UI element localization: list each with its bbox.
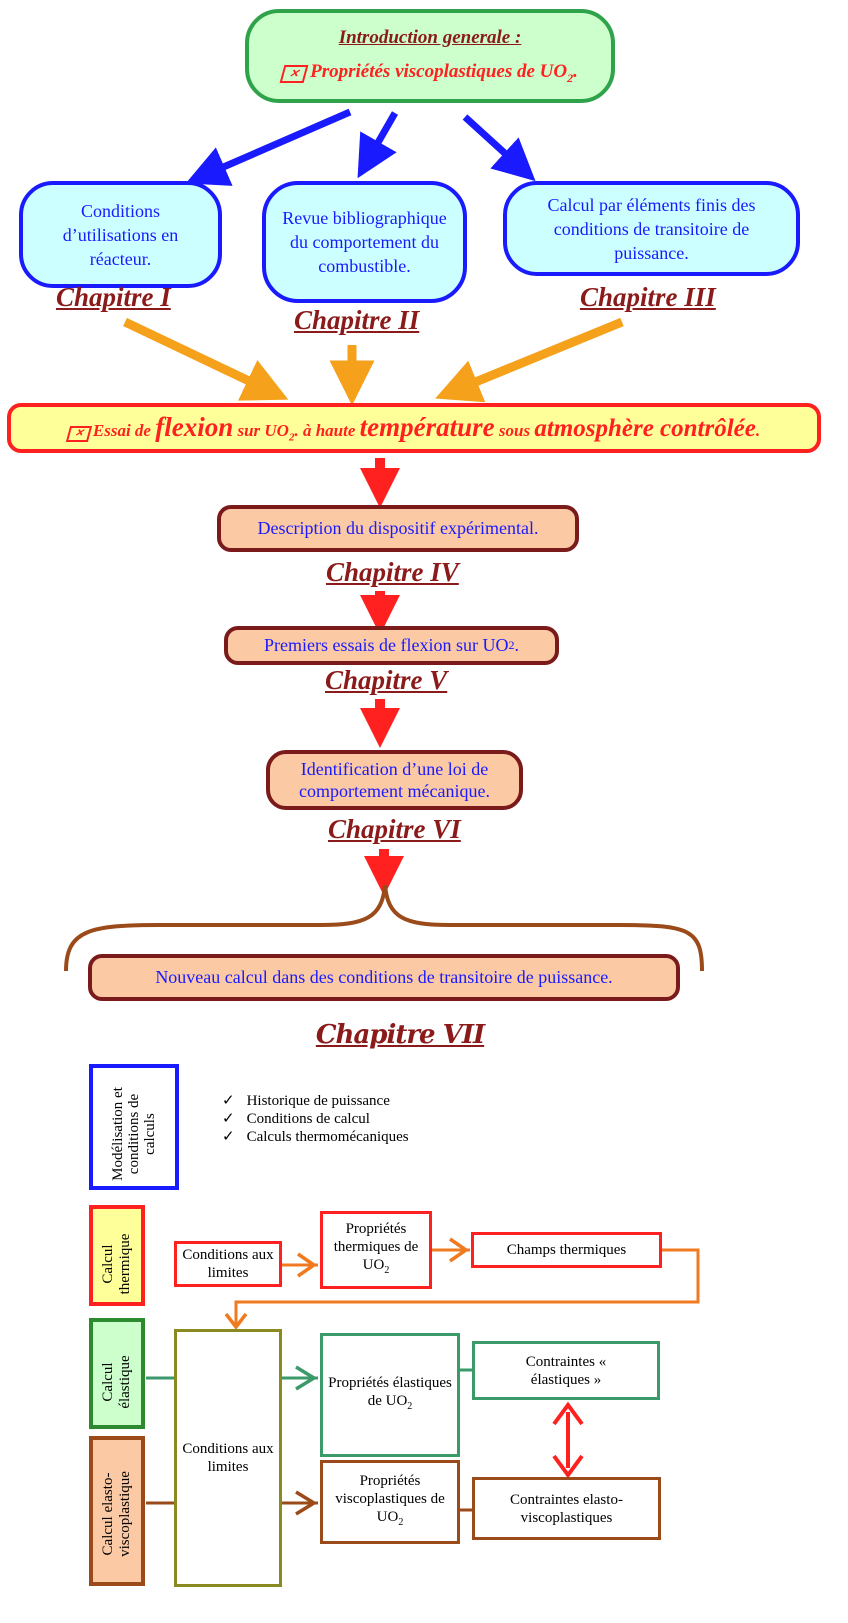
checklist: ✓ Historique de puissance ✓ Conditions de … [222, 1092, 409, 1146]
box-revue-bibliographique-text: Revue bibliographique du comportement du… [282, 208, 447, 276]
box-identification-loi-text: Identification d’une loi de comportement… [299, 759, 490, 801]
box-thermal-fields-text: Champs thermiques [506, 1242, 627, 1258]
chapter-2-label: Chapitre II [294, 305, 420, 335]
box-revue-bibliographique: Revue bibliographique du comportement du… [262, 181, 467, 303]
banner-p7: atmosphère contrôlée [534, 415, 756, 443]
banner-p1: Essai de [92, 421, 156, 441]
box-visco-stress-text: Contraintes elasto-viscoplastiques [510, 1491, 623, 1526]
banner-p4: . à haute [294, 421, 360, 441]
banner-essai-flexion: ✕Essai de flexion sur UO2. à haute tempé… [7, 403, 821, 453]
chapter-6-label: Chapitre VI [328, 814, 461, 844]
box-thermal-boundary: Conditions aux limites [174, 1241, 282, 1287]
box-elastic-stress-text: Contraintes « élastiques » [525, 1353, 607, 1388]
label-modelisation-text: Modélisation et conditions de calculs [110, 1087, 158, 1181]
check-icon: ✓ [222, 1093, 235, 1109]
label-calcul-visco: Calcul elasto-viscoplastique [89, 1436, 145, 1586]
chapter-7-label: Chapitre VII [315, 1020, 485, 1050]
box-calcul-elements-finis-text: Calcul par éléments finis des conditions… [547, 194, 756, 263]
box-thermal-fields: Champs thermiques [471, 1232, 662, 1268]
banner-p8: . [755, 421, 761, 441]
banner-text: ✕Essai de flexion sur UO2. à haute tempé… [65, 412, 761, 444]
checklist-item-text: Calculs thermomécaniques [246, 1129, 409, 1145]
visco-props-sub: 2 [398, 1517, 404, 1528]
red-arrows [360, 458, 404, 896]
box-thermal-props: Propriétés thermiques de UO2 [320, 1211, 432, 1289]
intro-subtitle-end: . [573, 60, 578, 82]
label-calcul-elastique: Calcul élastique [89, 1318, 145, 1429]
check-icon: ✓ [222, 1111, 235, 1127]
box-nouveau-calcul-text: Nouveau calcul dans des conditions de tr… [155, 967, 613, 987]
box-visco-props-text: Propriétés viscoplastiques de UO2 [323, 1472, 457, 1532]
box-identification-loi: Identification d’une loi de comportement… [266, 750, 523, 810]
box-thermal-boundary-text: Conditions aux limites [182, 1247, 274, 1281]
elastic-props-sub: 2 [407, 1401, 413, 1412]
checklist-item: ✓ Historique de puissance [222, 1092, 409, 1110]
chapter-5-label: Chapitre V [325, 665, 448, 695]
chapter-1-label: Chapitre I [56, 282, 171, 312]
label-calcul-thermique: Calcul thermique [89, 1205, 145, 1306]
banner-p3: sur UO [233, 421, 289, 441]
intro-subtitle: ✕Propriétés viscoplastiques de UO2. [279, 60, 578, 86]
chapter-3-label: Chapitre III [580, 282, 716, 312]
box-thermal-props-text: Propriétés thermiques de UO2 [323, 1220, 429, 1280]
box-elastic-props: Propriétés élastiques de UO2 [320, 1333, 460, 1457]
box-nouveau-calcul: Nouveau calcul dans des conditions de tr… [88, 954, 680, 1001]
box-elastic-props-text: Propriétés élastiques de UO2 [323, 1374, 457, 1416]
box-premiers-essais-text: Premiers essais de flexion sur UO [264, 635, 509, 655]
box-visco-stress: Contraintes elasto-viscoplastiques [472, 1477, 661, 1540]
chapter-4-label: Chapitre IV [326, 557, 459, 587]
checklist-item-text: Historique de puissance [246, 1093, 390, 1109]
brace [64, 884, 704, 972]
orange-arrows [123, 317, 624, 406]
box-conditions-reacteur: Conditions d’utilisations en réacteur. [19, 181, 222, 288]
thermal-props-sub: 2 [384, 1265, 390, 1276]
check-icon: ✓ [222, 1129, 235, 1145]
intro-title: Introduction generale : [338, 26, 522, 48]
checkbox-icon: ✕ [279, 64, 309, 83]
intro-subtitle-text: Propriétés viscoplastiques de UO [310, 60, 568, 82]
box-dispositif-experimental: Description du dispositif expérimental. [217, 505, 579, 552]
checkbox-icon: ✕ [65, 426, 93, 443]
intro-box: Introduction generale : ✕Propriétés visc… [245, 9, 615, 103]
elastic-props-main: Propriétés élastiques de UO [328, 1375, 452, 1409]
box-premiers-essais-sub: 2 [508, 638, 515, 652]
label-calcul-thermique-text: Calcul thermique [100, 1233, 133, 1295]
thermal-flow [224, 1237, 700, 1330]
box-boundary-conditions: Conditions aux limites [174, 1329, 282, 1587]
label-calcul-visco-text: Calcul elasto-viscoplastique [100, 1471, 133, 1557]
banner-p2: flexion [155, 412, 234, 443]
box-elastic-stress: Contraintes « élastiques » [472, 1341, 660, 1400]
box-dispositif-experimental-text: Description du dispositif expérimental. [257, 518, 539, 538]
checklist-item: ✓ Conditions de calcul [222, 1110, 409, 1128]
blue-arrows [185, 108, 536, 186]
banner-p6: sous [494, 421, 535, 441]
visco-props-main: Propriétés viscoplastiques de UO [335, 1473, 445, 1525]
label-modelisation: Modélisation et conditions de calculs [89, 1064, 179, 1190]
banner-p3-sub: 2 [288, 431, 295, 444]
checklist-item: ✓ Calculs thermomécaniques [222, 1128, 409, 1146]
visco-flow [146, 1490, 472, 1516]
box-boundary-conditions-text: Conditions aux limites [182, 1441, 274, 1475]
box-visco-props: Propriétés viscoplastiques de UO2 [320, 1460, 460, 1544]
box-conditions-reacteur-text: Conditions d’utilisations en réacteur. [62, 200, 179, 269]
elastic-flow [146, 1365, 472, 1391]
thermal-props-main: Propriétés thermiques de UO [333, 1221, 419, 1273]
intro-subtitle-sub: 2 [567, 70, 574, 85]
label-calcul-elastique-text: Calcul élastique [100, 1355, 133, 1409]
box-premiers-essais-end: . [514, 635, 519, 655]
box-calcul-elements-finis: Calcul par éléments finis des conditions… [503, 181, 800, 276]
banner-p5: température [359, 412, 495, 443]
double-arrow [552, 1401, 584, 1479]
checklist-item-text: Conditions de calcul [246, 1111, 370, 1127]
